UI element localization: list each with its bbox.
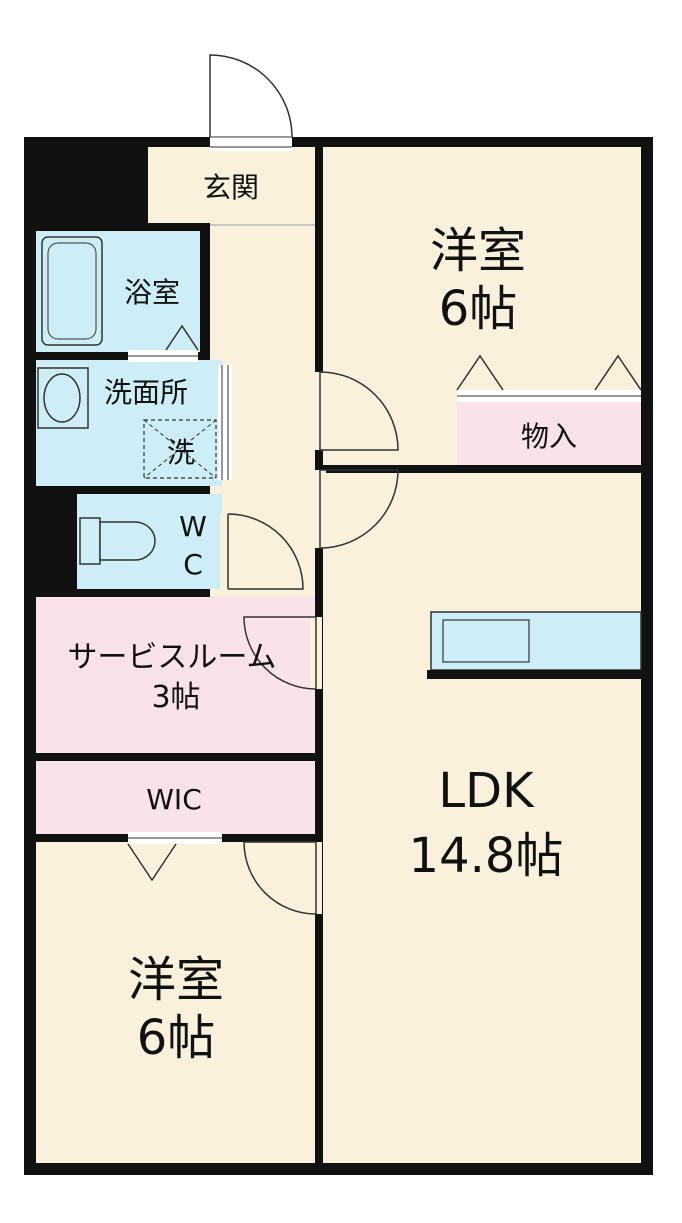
monoire-floor — [457, 402, 641, 465]
kitchen-counter-wall — [427, 670, 641, 679]
label-yoshitsu-south: 洋室 — [128, 952, 224, 1008]
wic-floor — [36, 761, 315, 834]
washer-pan — [143, 419, 217, 479]
entrance-opening — [210, 133, 292, 151]
wic-door-triangle — [127, 843, 177, 882]
toilet-tank — [79, 517, 101, 565]
bath-door-triangle — [165, 324, 199, 351]
ldk-door-swing — [319, 469, 399, 549]
yoshitsu-north-door-swing — [319, 371, 399, 451]
genkan-floor — [148, 147, 315, 223]
label-wc-w: W — [179, 510, 207, 543]
washbasin-bowl — [43, 373, 81, 423]
label-yoshitsu-north: 洋室 — [430, 223, 526, 279]
washroom-door-opening — [218, 365, 232, 480]
label-yokushitsu: 浴室 — [124, 276, 180, 309]
yoshitsu-south-door-swing — [243, 841, 317, 915]
entrance-door-swing — [209, 54, 293, 138]
label-senmenjo: 洗面所 — [104, 376, 188, 409]
toilet-bowl — [99, 521, 156, 561]
label-service-room: サービスルーム — [67, 640, 276, 675]
label-wc-c: C — [183, 548, 203, 581]
wc-door-swing — [227, 513, 304, 590]
fixtures — [37, 236, 642, 679]
label-yoshitsu-south-size: 6帖 — [137, 1010, 216, 1066]
label-genkan: 玄関 — [203, 171, 259, 204]
kitchen-sink — [442, 619, 530, 663]
washer-pan-diag-1 — [143, 419, 217, 479]
doors — [127, 54, 642, 915]
label-monoire: 物入 — [521, 420, 577, 453]
bathtub — [41, 236, 103, 346]
room-labels: 玄関 浴室 洗面所 洗 W C サービスルーム 3帖 WIC 洋室 6帖 物入 … — [67, 171, 577, 1066]
ldk-floor — [323, 473, 641, 1163]
bathtub-inner — [47, 242, 97, 340]
monoire-door-triangle-1 — [456, 354, 504, 391]
wc-door-opening — [220, 514, 234, 589]
washer-pan-diag-2 — [143, 419, 217, 479]
label-ldk-size: 14.8帖 — [409, 828, 564, 884]
service-room-floor — [36, 597, 315, 753]
label-washer: 洗 — [167, 436, 195, 469]
monoire-door-triangle-2 — [594, 354, 642, 391]
label-service-room-size: 3帖 — [151, 680, 200, 715]
label-ldk: LDK — [438, 763, 535, 819]
label-wic: WIC — [146, 783, 202, 816]
label-yoshitsu-north-size: 6帖 — [439, 281, 518, 337]
service-door-swing — [243, 616, 317, 690]
